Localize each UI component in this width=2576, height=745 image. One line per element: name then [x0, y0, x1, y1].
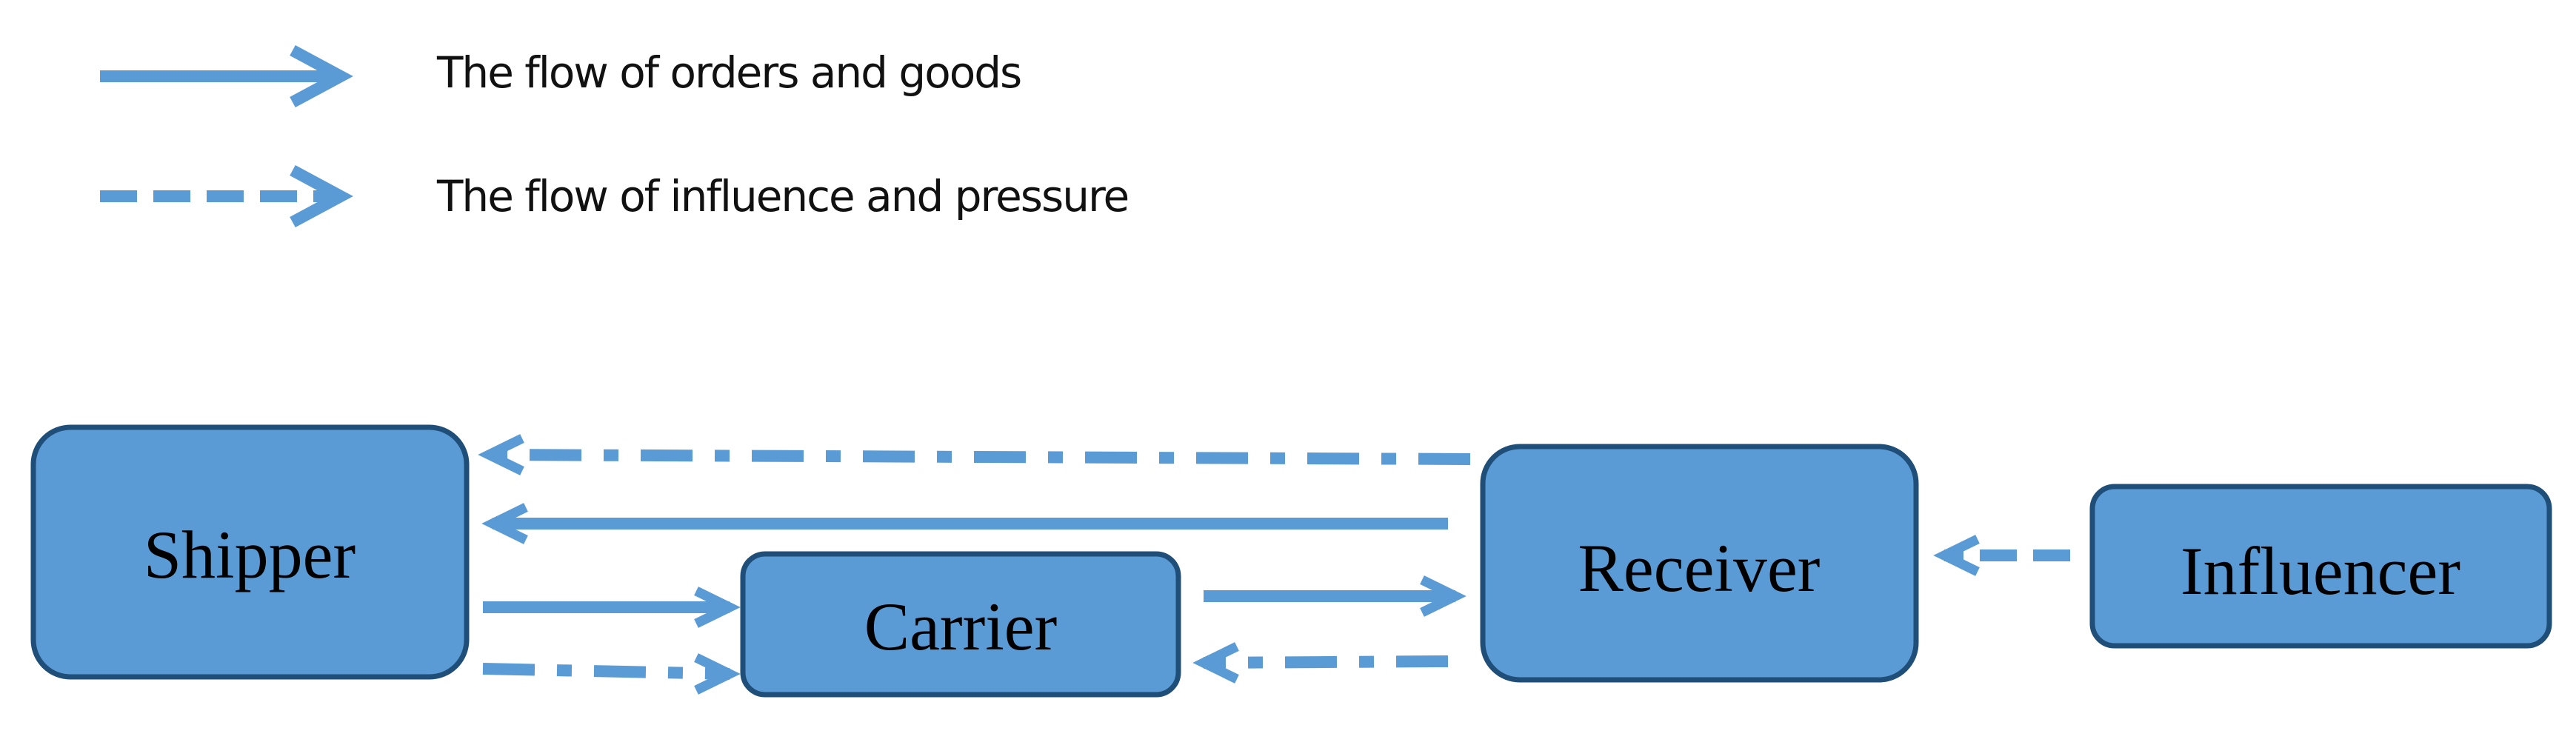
arrow-shipper-to-carrier-goods [483, 587, 741, 628]
node-carrier-label: Carrier [864, 589, 1058, 664]
node-shipper: Shipper [30, 424, 470, 680]
legend-dashed-arrow-icon [100, 164, 353, 228]
legend-dashed-label: The flow of influence and pressure [436, 171, 1128, 221]
legend-solid-label: The flow of orders and goods [436, 47, 1021, 98]
node-receiver-label: Receiver [1578, 530, 1821, 606]
legend: The flow of orders and goods The flow of… [100, 44, 1129, 228]
node-receiver: Receiver [1480, 444, 1919, 683]
node-influencer-label: Influencer [2180, 533, 2460, 609]
arrow-receiver-to-shipper-influence [478, 434, 1471, 475]
node-shipper-label: Shipper [144, 517, 356, 592]
arrow-receiver-to-carrier-influence [1192, 642, 1449, 684]
node-influencer: Influencer [2089, 484, 2552, 649]
node-carrier: Carrier [740, 551, 1181, 698]
arrow-influencer-to-receiver-influence [1933, 535, 2070, 576]
arrow-carrier-to-receiver-goods [1204, 575, 1466, 617]
legend-solid-arrow-icon [100, 44, 353, 108]
arrow-receiver-to-shipper-orders [481, 503, 1448, 544]
arrow-shipper-to-carrier-influence [482, 653, 741, 695]
